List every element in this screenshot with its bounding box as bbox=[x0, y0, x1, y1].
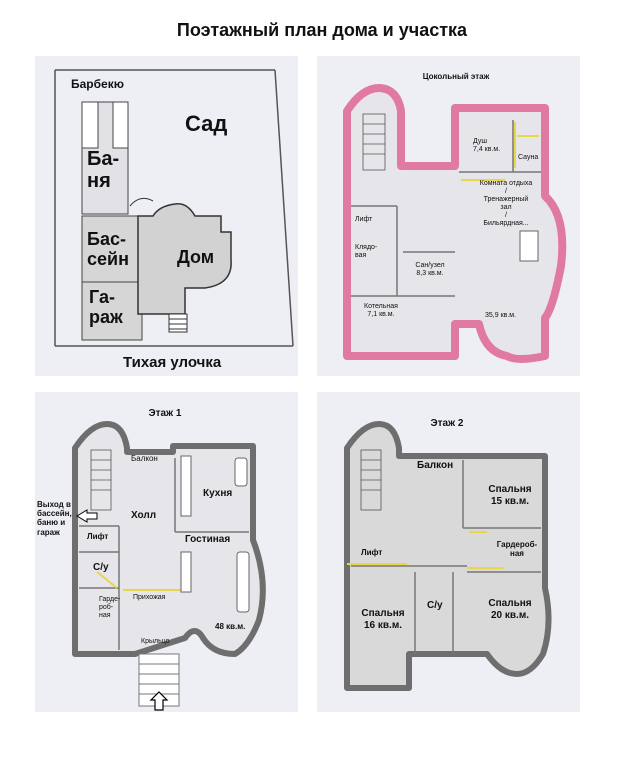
floor2-title: Этаж 2 bbox=[430, 418, 464, 429]
bedroom3-label: Спальня 20 кв.м. bbox=[488, 598, 532, 621]
floor2-wc-label: С/у bbox=[427, 600, 443, 611]
boiler-label: Котельная 7,1 кв.м. bbox=[364, 303, 398, 319]
floor1-wardrobe-label: Гарде- роб- ная bbox=[99, 596, 121, 620]
floor1-area-label: 48 кв.м. bbox=[215, 622, 246, 631]
rest-room-label: Комната отдыха / Тренажерный зал / Билья… bbox=[479, 180, 533, 228]
living-label: Гостиная bbox=[185, 534, 231, 545]
pool-label: Бас- сейн bbox=[87, 229, 129, 269]
bathroom-label: Сан/узел 8,3 кв.м. bbox=[415, 262, 445, 278]
basement-drawing bbox=[343, 84, 567, 363]
lift-label: Лифт bbox=[355, 216, 373, 223]
floor1-balcony-label: Балкон bbox=[131, 454, 158, 463]
basement-panel: Цокольный этаж Душ 7,4 кв.м. Сауна Комна… bbox=[317, 56, 580, 376]
kitchen-label: Кухня bbox=[203, 488, 233, 499]
garage-label: Га- раж bbox=[89, 287, 123, 327]
floor2-panel: Этаж 2 Балкон Спальня 15 кв.м. Гардероб-… bbox=[317, 392, 580, 712]
basement-area-label: 35,9 кв.м. bbox=[485, 312, 517, 319]
bbq-label: Барбекю bbox=[71, 77, 124, 91]
basement-title: Цокольный этаж bbox=[422, 72, 490, 81]
exit-label: Выход в бассейн, баню и гараж bbox=[37, 500, 72, 537]
floor2-wardrobe-label: Гардероб- ная bbox=[496, 540, 538, 559]
hallway-label: Прихожая bbox=[133, 594, 166, 601]
sauna-label: Сауна bbox=[518, 154, 539, 161]
floor1-lift-label: Лифт bbox=[87, 532, 109, 541]
floor2-drawing bbox=[344, 421, 552, 691]
bedroom1-label: Спальня 15 кв.м. bbox=[488, 484, 532, 507]
floor1-drawing bbox=[72, 421, 266, 711]
banya-label: Ба- ня bbox=[87, 148, 120, 192]
house-label: Дом bbox=[177, 247, 215, 267]
site-plan-panel: Барбекю Сад Ба- ня Бас- сейн Дом Га- раж… bbox=[35, 56, 298, 376]
floor2-balcony-label: Балкон bbox=[417, 460, 454, 471]
floor1-panel: Этаж 1 Балкон Кухня Холл Выход в бассейн… bbox=[35, 392, 298, 712]
storage-label: Клядо- вая bbox=[355, 244, 378, 260]
porch-label: Крыльцо bbox=[141, 638, 170, 645]
street-label: Тихая улочка bbox=[123, 354, 222, 371]
shower-label: Душ 7,4 кв.м. bbox=[473, 138, 501, 154]
hall-label: Холл bbox=[131, 510, 157, 521]
floor1-wc-label: С/у bbox=[93, 562, 109, 573]
site-plan-drawing bbox=[54, 69, 294, 347]
floor2-lift-label: Лифт bbox=[361, 548, 383, 557]
floor1-title: Этаж 1 bbox=[148, 408, 182, 419]
bedroom2-label: Спальня 16 кв.м. bbox=[361, 608, 405, 631]
page-title: Поэтажный план дома и участка bbox=[176, 20, 468, 40]
garden-label: Сад bbox=[185, 111, 228, 136]
